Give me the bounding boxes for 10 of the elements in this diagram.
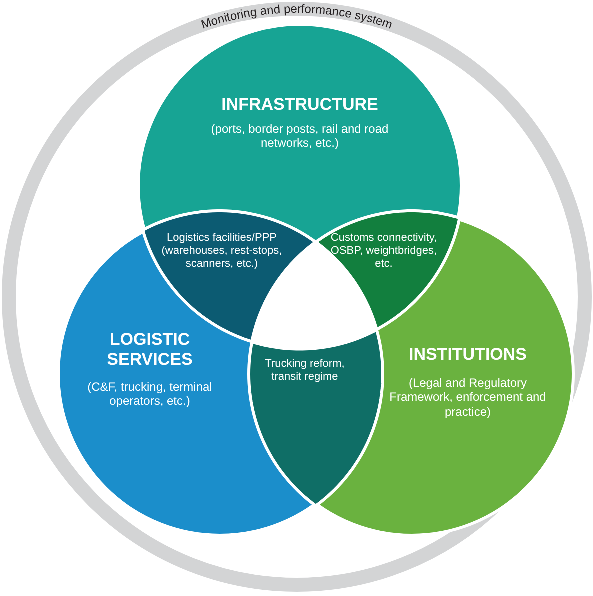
- circle-description: (Legal and Regulatory Framework, enforcement and practice): [388, 376, 548, 420]
- circle-title: INSTITUTIONS: [408, 345, 528, 366]
- circle-description: (ports, border posts, rail and road networks, etc.): [210, 122, 390, 151]
- circle-title: LOGISTIC SERVICES: [106, 330, 194, 371]
- overlap-text: Logistics facilities/PPP (warehouses, rest-stops, scanners, etc.): [160, 232, 284, 272]
- overlap-text: Trucking reform, transit regime: [264, 358, 346, 384]
- circle-title: INFRASTRUCTURE: [220, 95, 380, 116]
- ring-label: Monitoring and performance system: [200, 2, 394, 32]
- circle-description: (C&F, trucking, terminal operators, etc.): [86, 380, 214, 409]
- overlap-text: Customs connectivity, OSBP, weightbridges, etc.: [330, 232, 438, 272]
